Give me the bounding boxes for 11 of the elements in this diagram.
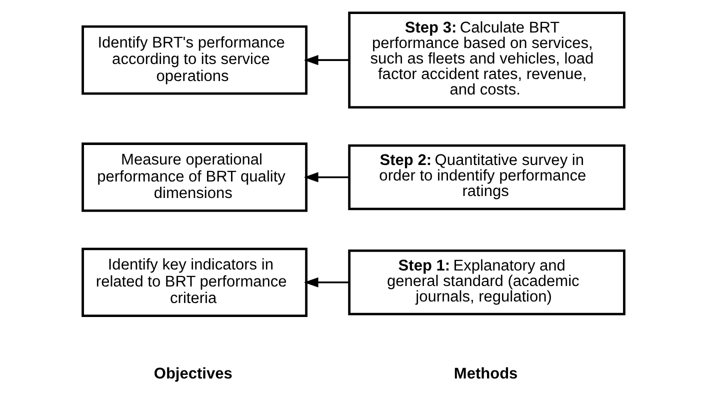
node-box: Step 1: Explanatory and general standard (academic journals, regulation) (348, 250, 625, 316)
node-box: Identify BRT's performance according to its service operations (81, 25, 307, 95)
label: Methods (453, 365, 518, 382)
node-box: Step 2: Quantitative survey in order to indentify performance ratings (348, 144, 625, 210)
node-box: Step 3: Calculate BRT performance based on services, such as fleets and vehicles, load factor accident rates, revenue, and costs. (348, 12, 625, 108)
arrow (303, 277, 349, 288)
label: Objectives (153, 365, 232, 382)
arrow (303, 55, 349, 66)
node-box: Identify key indicators in related to BRT performance criteria (81, 248, 307, 318)
arrow (303, 172, 349, 182)
node-box: Measure operational performance of BRT quality dimensions (81, 142, 307, 212)
